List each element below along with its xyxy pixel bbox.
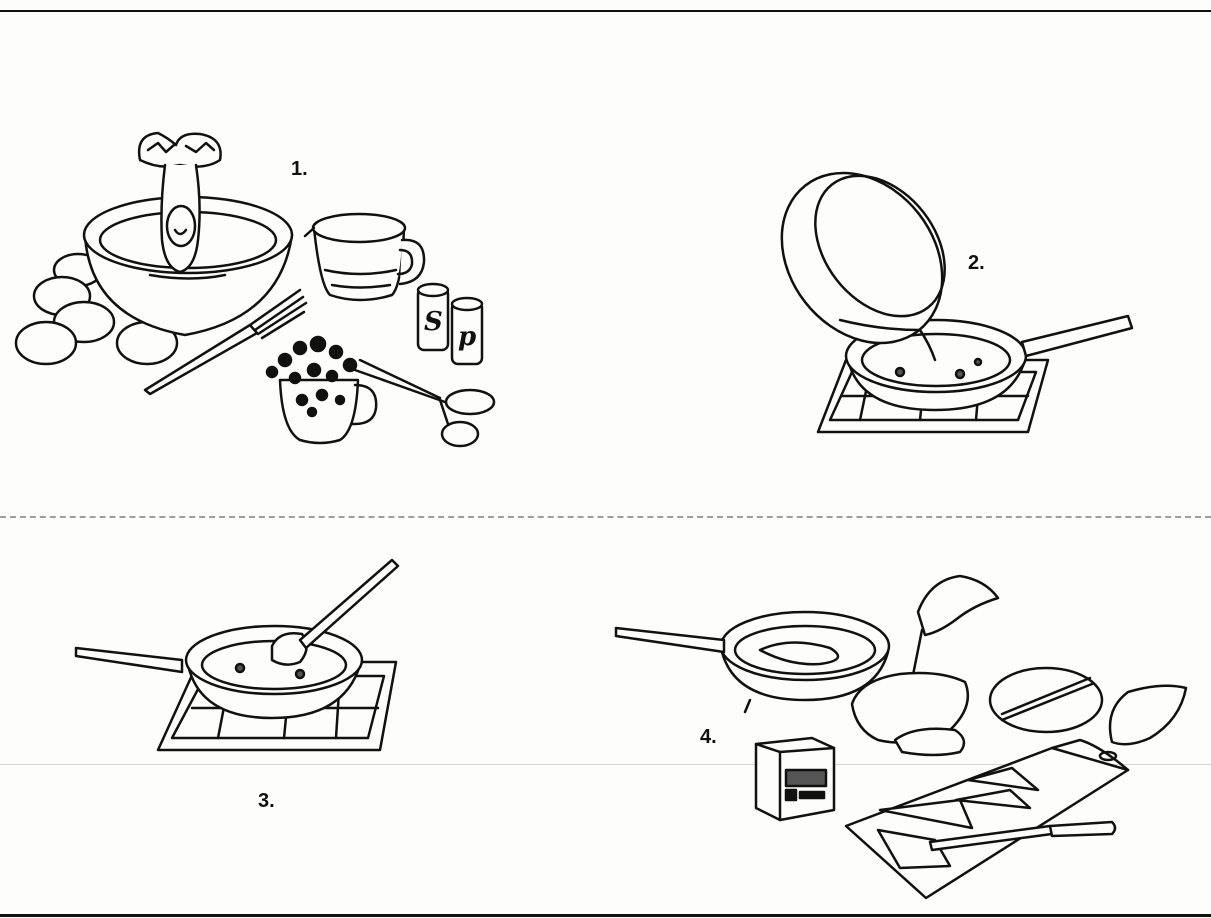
salt-shaker-icon: S	[418, 284, 448, 350]
pepper-letter: p	[458, 322, 476, 352]
pita-half-icon	[1110, 686, 1186, 745]
cutting-board-icon	[846, 740, 1128, 898]
salt-letter: S	[424, 307, 443, 337]
frying-pan-icon	[76, 626, 362, 718]
step-3-illustration	[76, 560, 398, 750]
frying-pan-icon	[616, 612, 889, 712]
herbs-cup-icon	[267, 337, 376, 443]
pita-pocket-icon	[852, 673, 968, 755]
pepper-shaker-icon: p	[452, 298, 482, 364]
step-4-illustration	[616, 576, 1186, 898]
step-2-illustration	[749, 141, 1132, 432]
spice-box-icon	[756, 738, 834, 820]
step-1-illustration: S p	[16, 133, 494, 446]
pita-round-icon	[990, 668, 1102, 732]
measuring-cup-icon	[305, 214, 424, 300]
